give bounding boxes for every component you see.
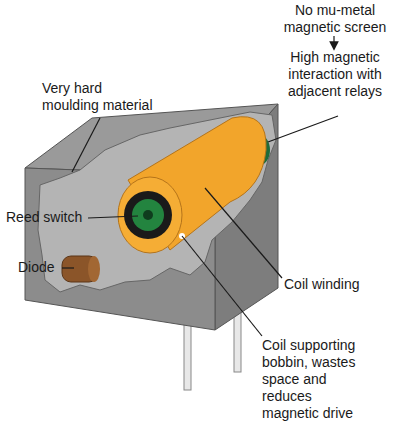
- reed-switch: [132, 199, 164, 231]
- leader-line: [268, 116, 338, 142]
- cutaway: [38, 112, 276, 292]
- callout-label: Coil supporting bobbin, wastes space and…: [262, 337, 362, 422]
- bobbin-ring: [124, 191, 172, 239]
- leader-line: [62, 267, 74, 268]
- arrow: [333, 36, 334, 46]
- leader-line: [88, 216, 138, 218]
- callout-label: Reed switch: [6, 209, 86, 226]
- callout-label: No mu-metal magnetic screen: [275, 2, 395, 36]
- leader-line: [205, 188, 282, 278]
- callout-label: Very hard moulding material: [42, 80, 160, 114]
- leader-line: [72, 118, 100, 172]
- callout-label: Coil winding: [284, 276, 394, 293]
- coil-face: [118, 177, 182, 253]
- leader-line: [182, 236, 262, 336]
- callout-label: Diode: [18, 259, 62, 276]
- callout-label: High magnetic interaction with adjacent …: [283, 49, 387, 100]
- diode-end: [88, 256, 100, 282]
- reed-core: [143, 210, 153, 220]
